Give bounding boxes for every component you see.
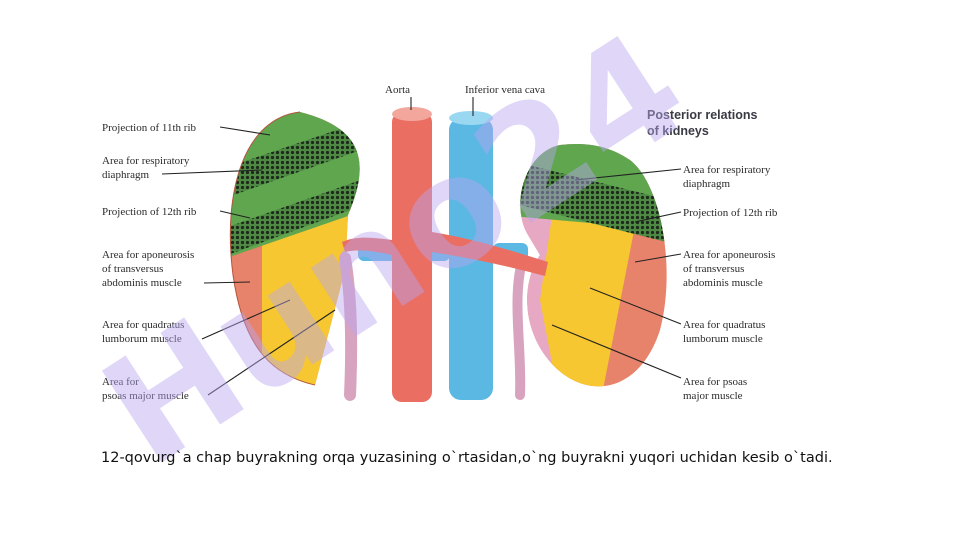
left-label-rib11: Projection of 11th rib xyxy=(102,122,196,134)
aorta-body xyxy=(392,112,432,402)
left-rib11-band xyxy=(230,118,360,198)
left-label-transversus-2: of transversus xyxy=(102,263,163,275)
left-renal-artery xyxy=(342,237,392,255)
left-rib12-band xyxy=(230,176,360,256)
right-label-rib12: Projection of 12th rib xyxy=(683,207,778,219)
right-label-psoas-1: Area for psoas xyxy=(683,376,747,388)
left-ureter xyxy=(339,252,358,401)
left-label-transversus-1: Area for aponeurosis xyxy=(102,249,194,261)
left-label-transversus-3: abdominis muscle xyxy=(102,277,182,289)
right-ureter xyxy=(512,257,527,400)
left-label-diaphragm-1: Area for respiratory xyxy=(102,155,190,167)
ivc-label: Inferior vena cava xyxy=(465,84,545,96)
right-label-diaphragm-2: diaphragm xyxy=(683,178,730,190)
right-label-transversus-1: Area for aponeurosis xyxy=(683,249,775,261)
right-renal-artery xyxy=(432,232,548,276)
diagram-title-line1: Posterior relations xyxy=(647,108,757,122)
ivc-body xyxy=(449,118,493,400)
left-label-quadratus-1: Area for quadratus xyxy=(102,319,184,331)
right-label-quadratus-2: lumborum muscle xyxy=(683,333,763,345)
right-label-transversus-3: abdominis muscle xyxy=(683,277,763,289)
left-label-psoas-2: psoas major muscle xyxy=(102,390,189,402)
right-labels: Area for respiratory diaphragm Projectio… xyxy=(551,164,778,402)
left-label-quadratus-2: lumborum muscle xyxy=(102,333,182,345)
right-label-psoas-2: major muscle xyxy=(683,390,743,402)
slide-caption: 12-qovurg`a chap buyrakning orqa yuzasin… xyxy=(101,450,833,466)
left-labels: Projection of 11th rib Area for respirat… xyxy=(102,122,336,402)
right-label-quadratus-1: Area for quadratus xyxy=(683,319,765,331)
aorta-label: Aorta xyxy=(385,84,410,96)
left-label-diaphragm-2: diaphragm xyxy=(102,169,149,181)
diagram-title-line2: of kidneys xyxy=(647,124,709,138)
right-label-diaphragm-1: Area for respiratory xyxy=(683,164,771,176)
right-rib12-band xyxy=(520,158,667,248)
right-label-transversus-2: of transversus xyxy=(683,263,744,275)
aorta xyxy=(342,107,548,402)
left-label-psoas-1: Area for xyxy=(102,376,139,388)
left-label-rib12: Projection of 12th rib xyxy=(102,206,197,218)
